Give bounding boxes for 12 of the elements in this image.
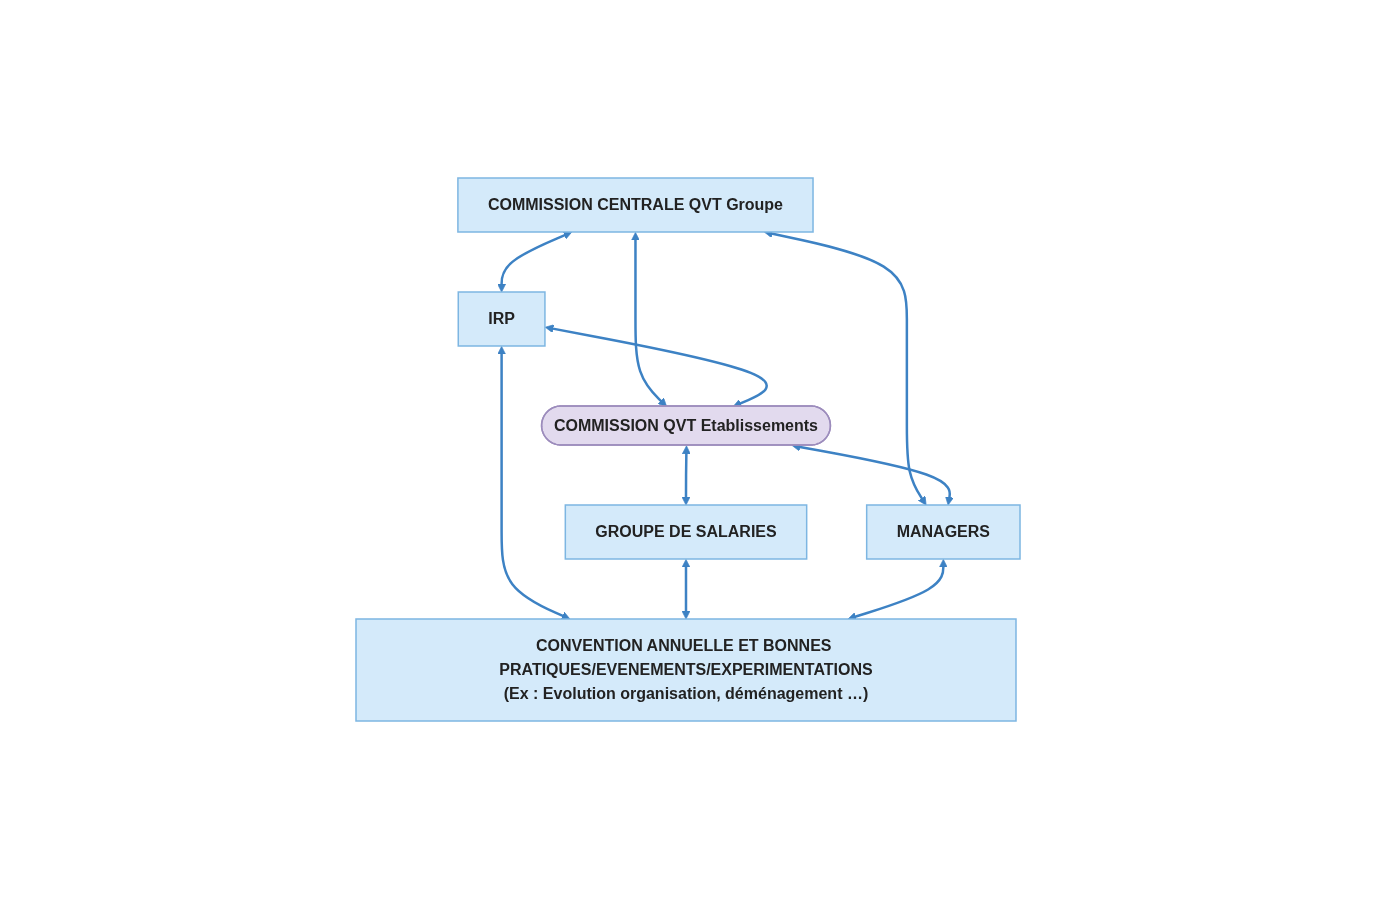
node-box: CONVENTION ANNUELLE ET BONNES PRATIQUES/EVENEMENTS/EXPERIMENTATIONS (Ex : Evolution organisation, déménagement …) bbox=[355, 618, 1018, 722]
arrow bbox=[848, 559, 949, 621]
arrow bbox=[545, 324, 769, 408]
node-box: COMMISSION CENTRALE QVT Groupe bbox=[457, 177, 815, 233]
arrow bbox=[497, 231, 573, 293]
node-box: IRP bbox=[458, 291, 547, 347]
node-box: GROUPE DE SALARIES bbox=[565, 504, 808, 560]
arrow bbox=[682, 559, 691, 620]
arrow bbox=[497, 346, 571, 620]
node-box: MANAGERS bbox=[866, 504, 1022, 560]
arrow bbox=[682, 445, 692, 506]
arrow bbox=[631, 232, 668, 407]
